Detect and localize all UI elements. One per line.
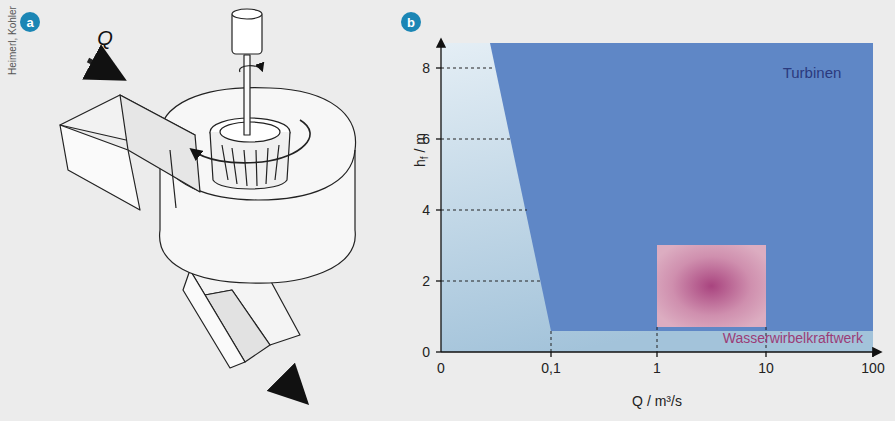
- label: 0: [422, 345, 430, 359]
- label: 2: [422, 274, 430, 288]
- vortex-region: [657, 245, 766, 327]
- axis-title-part: h: [412, 159, 428, 167]
- label: 1: [653, 361, 661, 375]
- label: Wasserwirbelkraftwerk: [723, 331, 863, 345]
- guide-lines: [441, 68, 766, 352]
- label: 10: [758, 361, 774, 375]
- panel-letter: b: [401, 12, 421, 32]
- axes: [436, 40, 880, 357]
- label: Heimerl, Kohler: [8, 6, 18, 75]
- label: Q / m³/s: [632, 394, 682, 408]
- label: 100: [861, 361, 884, 375]
- panel-letter-text: b: [407, 15, 415, 30]
- label: 8: [422, 61, 430, 75]
- label: Turbinen: [783, 65, 842, 80]
- subscript: f: [419, 156, 430, 159]
- label: 0: [437, 361, 445, 375]
- plot-ground: [441, 43, 873, 352]
- vortex-plant: [60, 9, 356, 398]
- turbine-region: [490, 43, 873, 331]
- panel-letter: a: [20, 12, 40, 32]
- label: Q: [97, 28, 113, 48]
- panel-letter-text: a: [26, 15, 33, 30]
- label: 6: [422, 132, 430, 146]
- label: 0,1: [541, 361, 560, 375]
- label: 4: [422, 203, 430, 217]
